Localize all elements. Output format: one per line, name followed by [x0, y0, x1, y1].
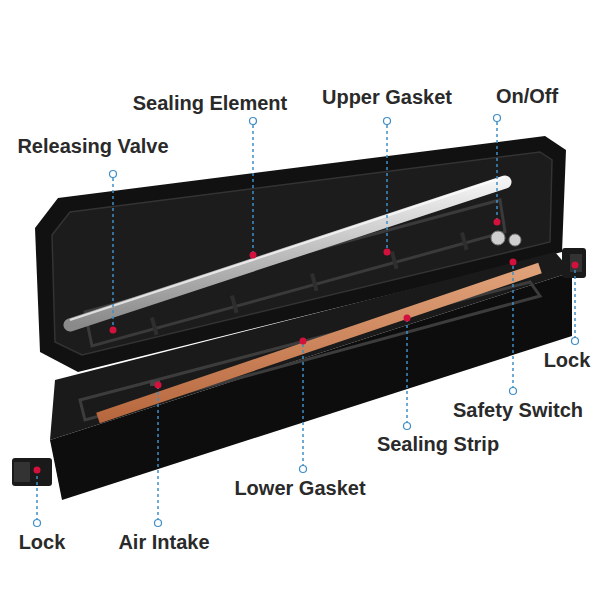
lock-left [12, 458, 52, 486]
safety-switch-button [509, 234, 521, 246]
part-label: Air Intake [116, 530, 211, 554]
leader-end-rings [34, 115, 579, 527]
leader-lines [37, 122, 575, 527]
part-label: Sealing Strip [375, 432, 501, 456]
part-label: Sealing Element [131, 91, 290, 115]
part-label: Upper Gasket [320, 85, 454, 109]
target-dots [34, 219, 579, 474]
base-front [50, 272, 572, 500]
part-label: On/Off [494, 84, 560, 108]
sealing-strip-bar [98, 268, 540, 418]
lock-right [562, 248, 586, 278]
part-label: Lock [542, 348, 593, 372]
part-label: Safety Switch [451, 398, 585, 422]
part-label: Releasing Valve [15, 134, 170, 158]
part-label: Lower Gasket [232, 476, 367, 500]
part-label: Lock [17, 530, 68, 554]
on-off-button [491, 231, 505, 245]
